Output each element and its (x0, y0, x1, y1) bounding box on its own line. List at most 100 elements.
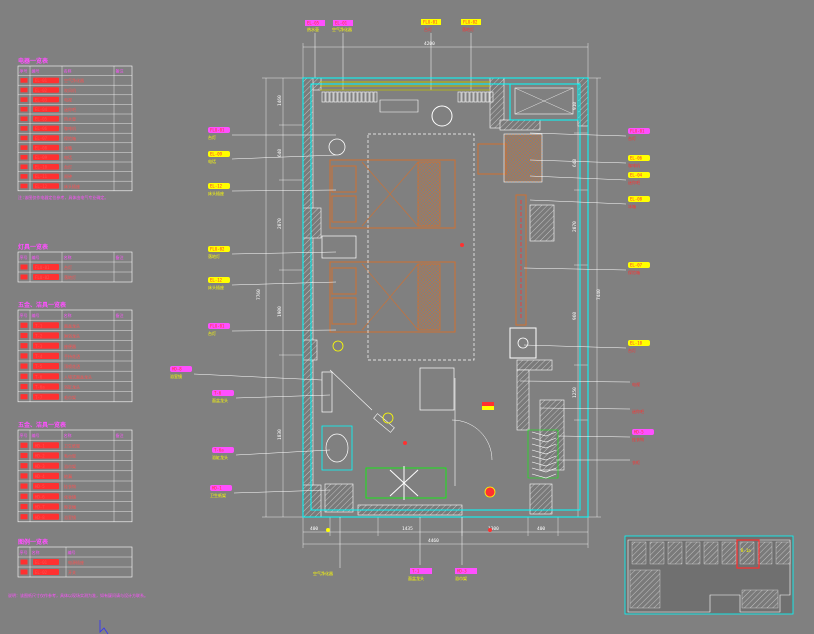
label-bottom-2: 浴巾架 (455, 575, 467, 581)
table-header: 序号 (20, 312, 28, 318)
table-cell-code: EL-12 (35, 184, 48, 189)
dim-bottom-2: 1435 (402, 526, 413, 532)
leader-tag: EL-12 (210, 184, 223, 189)
bin-and-stool (328, 99, 453, 156)
table-cell-name: 电源插座 (68, 559, 84, 565)
key-plan-tag: B-1a (741, 548, 751, 553)
dim-right-4: 960 (572, 312, 578, 320)
bed-top (329, 159, 456, 229)
table-cell-name: 落地灯 (64, 274, 76, 280)
table-cell-code: EL-09 (35, 155, 48, 160)
leader-label: 保险箱 (628, 269, 640, 275)
dim-left-5: 1830 (277, 429, 283, 440)
table-cell-name: 卫生纸架 (64, 442, 80, 448)
dim-right-1: 910 (572, 102, 578, 110)
table-cell-code: FLU-01 (35, 265, 50, 270)
top-tags: EL-05 热水壶 EL-01 空气净化器 FLU-01 台灯 FLU-02 落… (305, 19, 481, 90)
bed-bottom (329, 261, 456, 333)
table-cell-code: EL-01 (35, 78, 48, 83)
leader-r9: 迷你吧 (539, 407, 644, 414)
table-cell-code: HD-4 (35, 474, 45, 479)
table-cell-name: 浴缸龙头 (64, 384, 80, 390)
table-cell-name: 床头插座 (64, 183, 80, 189)
leader-tag: EL-07 (630, 263, 643, 268)
leader-tag: EL-08 (630, 197, 643, 202)
table-title: 灯具一览表 (18, 243, 49, 251)
table-cell-code: FLU-02 (35, 275, 50, 280)
tag-top-1: EL-05 (307, 21, 320, 26)
table-cell-name: 闹钟 (64, 173, 72, 179)
table-cell-name: 座便器 (64, 343, 76, 349)
leader-label: 衣柜 (632, 459, 640, 465)
table-cell-code: T-1 (35, 323, 43, 328)
leader-tag: FLU-01 (630, 129, 645, 134)
table-title: 五金、洁具一览表 (18, 301, 67, 309)
tag-bottom-2: HD-3 (457, 569, 467, 574)
room-walls (302, 77, 589, 518)
table-cell-name: 入墙式面盆龙头 (64, 373, 92, 379)
table-cell-code: EL-05 (35, 117, 48, 122)
table-header: 序号 (20, 254, 28, 260)
table-cell-name: 台灯 (64, 264, 72, 270)
leader-label: 台灯 (208, 134, 216, 140)
table-cell-code: EL-02 (35, 570, 48, 575)
table-cell-name: 迷你吧 (64, 106, 76, 112)
table-header: 备注 (116, 254, 124, 260)
table-cell-code: EL-01 (35, 560, 48, 565)
label-top-3: 台灯 (424, 26, 432, 32)
table-cell-code: EL-11 (35, 174, 48, 179)
label-top-4: 落地灯 (462, 26, 474, 32)
bathroom (321, 367, 559, 500)
label-bottom-1: 面盆龙头 (408, 575, 424, 581)
table-header: 序号 (20, 68, 28, 74)
bottom-note: 说明：该图纸尺寸仅作参考，具体以现场实测为准，如有疑问请与设计方联系。 (8, 592, 148, 598)
tag-top-3: FLU-01 (423, 20, 438, 25)
leader-r10: 衣柜 (556, 459, 640, 465)
table-header: 编号 (32, 68, 40, 74)
leader-tag: EL-10 (630, 341, 643, 346)
leader-tag: FLU-02 (210, 247, 225, 252)
table-cell-name: 台灯 (64, 164, 72, 170)
tag-top-4: FLU-02 (463, 20, 478, 25)
dim-bottom-total: 4460 (428, 538, 439, 544)
leader-tag: EL-06 (630, 156, 643, 161)
wardrobe-hangers (531, 431, 557, 479)
table-cell-code: HD-2 (35, 454, 45, 459)
key-plan: B-1a (624, 535, 794, 615)
table-cell-name: 挂衣钩 (64, 483, 76, 489)
table-cell-code: EL-08 (35, 145, 48, 150)
leader-label: 冰箱 (628, 203, 636, 209)
leader-label: 卫生纸架 (210, 492, 226, 498)
dim-right-5: 1250 (572, 387, 578, 398)
table-cell-code: T-3 (35, 344, 43, 349)
right-dimension: 910 640 2070 960 1250 7440 (572, 77, 602, 518)
table-cell-name: 空气净化器 (64, 77, 84, 83)
dim-right-total: 7440 (596, 289, 602, 300)
table-header: 名称 (64, 254, 72, 260)
top-dimension: 4200 (302, 41, 589, 78)
tag-bottom-1: T-1 (412, 569, 420, 574)
leader-label: 电话 (208, 158, 216, 164)
leader-label: 床头插座 (208, 284, 224, 290)
leader-label: 咖啡机 (628, 162, 640, 168)
leader-tag: HD-1 (212, 486, 222, 491)
dim-left-total: 7760 (256, 289, 262, 300)
table-cell-name: 毛巾架 (64, 394, 76, 400)
table-cell-name: 电话 (64, 154, 72, 160)
table-title: 五金、洁具一览表 (18, 421, 67, 429)
left-tags: FLU-01台灯EL-09电话EL-12床头插座FLU-02落地灯EL-12床头… (170, 127, 337, 498)
dim-right-2: 640 (572, 159, 578, 167)
table-cell-name: 面盆龙头 (64, 322, 80, 328)
nightstand (321, 235, 357, 259)
table-cell-code: HD-6 (35, 494, 45, 499)
dim-bottom-1: 400 (310, 526, 318, 532)
